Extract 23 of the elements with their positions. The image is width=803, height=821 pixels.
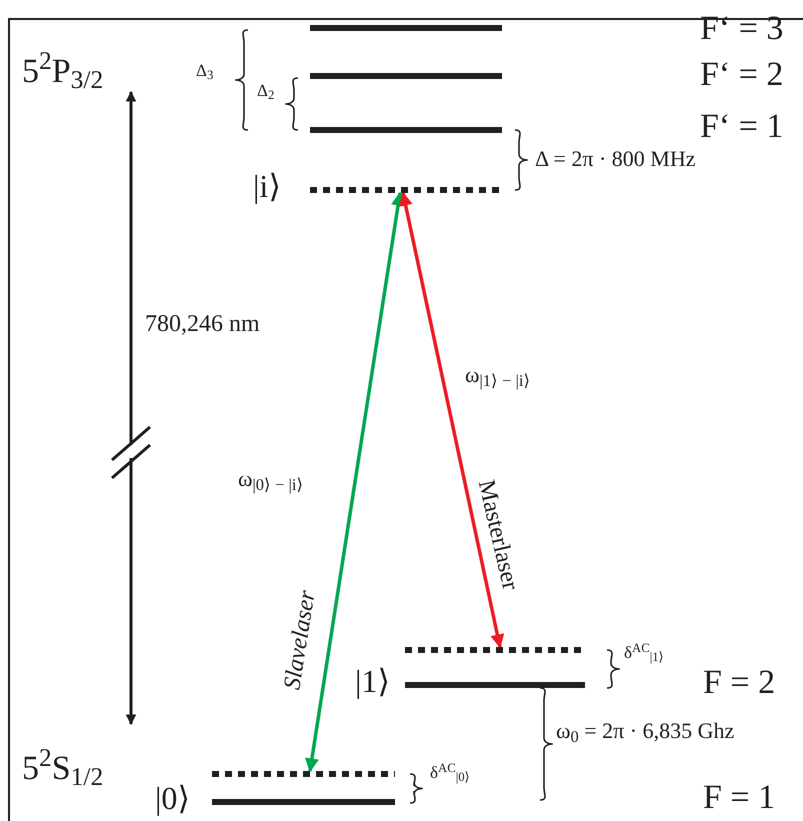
edge-label: Masterlaser <box>474 478 522 592</box>
physics-label: 780,246 nm <box>145 312 260 336</box>
energy-level <box>212 799 395 805</box>
energy-level <box>310 73 502 79</box>
energy-level <box>310 127 502 133</box>
energy-level <box>405 682 585 688</box>
edge-label: Slavelaser <box>280 588 320 692</box>
physics-label: ω$_{0}$ = 2π · 6,835 Ghz <box>556 720 734 742</box>
shifted-energy-level <box>212 771 395 777</box>
physics-label: Δ$_{3}$ <box>196 62 214 79</box>
energy-level <box>310 25 502 31</box>
level-label: |0⟩ <box>155 782 190 814</box>
physics-label: Δ = 2π · 800 MHz <box>535 148 696 170</box>
physics-label: F = 1 <box>703 781 776 815</box>
physics-label: F‘ = 1 <box>700 110 784 144</box>
level-label: |1⟩ <box>355 665 390 697</box>
level-label: |i⟩ <box>253 170 280 202</box>
laser-arrow <box>305 192 405 772</box>
laser-arrow <box>398 192 504 648</box>
physics-label: F‘ = 2 <box>700 58 784 92</box>
physics-label: Δ$_{2}$ <box>257 82 274 99</box>
physics-label: F = 2 <box>703 666 776 700</box>
shifted-energy-level <box>310 187 502 193</box>
